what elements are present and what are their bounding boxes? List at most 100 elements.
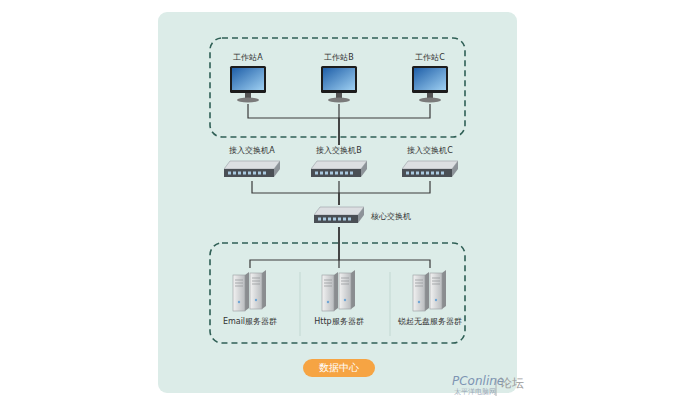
device-node: 工作站C: [410, 52, 450, 104]
group-label: 数据中心: [319, 361, 359, 375]
monitor-bezel: [412, 66, 448, 93]
device-node: 接入交换机A: [224, 145, 280, 181]
switch-port: [333, 218, 336, 221]
monitor-bezel: [230, 66, 266, 93]
switch-port: [258, 172, 261, 175]
server-slot: [341, 278, 349, 279]
server-slot: [235, 286, 243, 287]
switch-icon: [402, 159, 458, 181]
server-side: [425, 272, 429, 311]
switch-side: [452, 161, 458, 177]
switch-port: [335, 172, 338, 175]
switch-front: [311, 169, 361, 177]
switch-port: [411, 172, 414, 175]
switch-front: [402, 169, 452, 177]
server-front: [322, 275, 334, 311]
server-slot: [341, 281, 349, 282]
watermark: 论坛: [500, 377, 524, 390]
switch-icon: [224, 159, 280, 181]
switch-port: [345, 172, 348, 175]
server-slot: [252, 278, 260, 279]
device-label: 工作站B: [324, 52, 354, 63]
device-node: 接入交换机C: [402, 145, 458, 181]
monitor-icon: [228, 66, 268, 104]
network-link: [250, 227, 339, 268]
device-label: 核心交换机: [371, 211, 411, 222]
network-link: [339, 181, 430, 205]
network-link: [248, 104, 339, 145]
server-front: [339, 273, 351, 309]
server-side: [334, 272, 338, 311]
device-label: 工作站C: [415, 52, 445, 63]
server-front: [250, 273, 262, 309]
switch-port: [315, 172, 318, 175]
server-slot: [324, 283, 332, 284]
device-label: Http服务器群: [314, 316, 363, 327]
server-group-outline: [210, 243, 465, 343]
switch-top: [224, 161, 280, 169]
switch-port: [426, 172, 429, 175]
teal-panel: [158, 12, 517, 393]
switch-icon: [311, 159, 367, 181]
device-node: 工作站A: [228, 52, 268, 104]
server-side: [245, 272, 249, 311]
server-light: [418, 301, 420, 303]
monitor-base: [237, 98, 259, 103]
server-slot: [341, 284, 349, 285]
core-icon: [314, 205, 364, 227]
device-label: 锐起无盘服务器群: [398, 316, 462, 327]
monitor-base: [328, 98, 350, 103]
divider-line: [300, 272, 301, 336]
server-slot: [415, 283, 423, 284]
device-label: 接入交换机B: [316, 145, 362, 156]
switch-side: [274, 161, 280, 177]
switch-port: [318, 218, 321, 221]
server-slot: [432, 281, 440, 282]
switch-port: [253, 172, 256, 175]
switch-top: [314, 207, 364, 215]
switch-front: [224, 169, 274, 177]
switch-port: [263, 172, 266, 175]
server-icon: [411, 268, 449, 312]
device-node: 核心交换机: [314, 205, 411, 227]
switch-port: [243, 172, 246, 175]
server-light: [344, 299, 346, 301]
device-label: 接入交换机A: [229, 145, 274, 156]
device-label: Email服务器群: [223, 316, 277, 327]
switch-port: [323, 218, 326, 221]
switch-port: [248, 172, 251, 175]
monitor-bezel: [321, 66, 357, 93]
server-slot: [415, 280, 423, 281]
switch-port: [406, 172, 409, 175]
switch-port: [338, 218, 341, 221]
switch-port: [325, 172, 328, 175]
server-light: [435, 299, 437, 301]
monitor-icon: [319, 66, 359, 104]
switch-port: [431, 172, 434, 175]
monitor-screen: [232, 68, 264, 90]
switch-port: [350, 172, 353, 175]
network-link: [252, 181, 339, 205]
monitor-base: [419, 98, 441, 103]
switch-side: [361, 161, 367, 177]
switch-port: [436, 172, 439, 175]
server-front: [233, 275, 245, 311]
monitor-screen: [323, 68, 355, 90]
switch-port: [343, 218, 346, 221]
switch-port: [441, 172, 444, 175]
device-node: 锐起无盘服务器群: [398, 268, 462, 327]
server-slot: [252, 284, 260, 285]
switch-port: [421, 172, 424, 175]
switch-port: [320, 172, 323, 175]
switch-port: [340, 172, 343, 175]
monitor-icon: [410, 66, 450, 104]
server-slot: [252, 281, 260, 282]
network-link: [339, 227, 430, 268]
server-slot: [235, 280, 243, 281]
device-label: 工作站A: [233, 52, 262, 63]
device-node: Email服务器群: [223, 268, 277, 327]
switch-front: [314, 215, 358, 223]
server-side: [442, 270, 446, 309]
network-link: [339, 104, 430, 145]
